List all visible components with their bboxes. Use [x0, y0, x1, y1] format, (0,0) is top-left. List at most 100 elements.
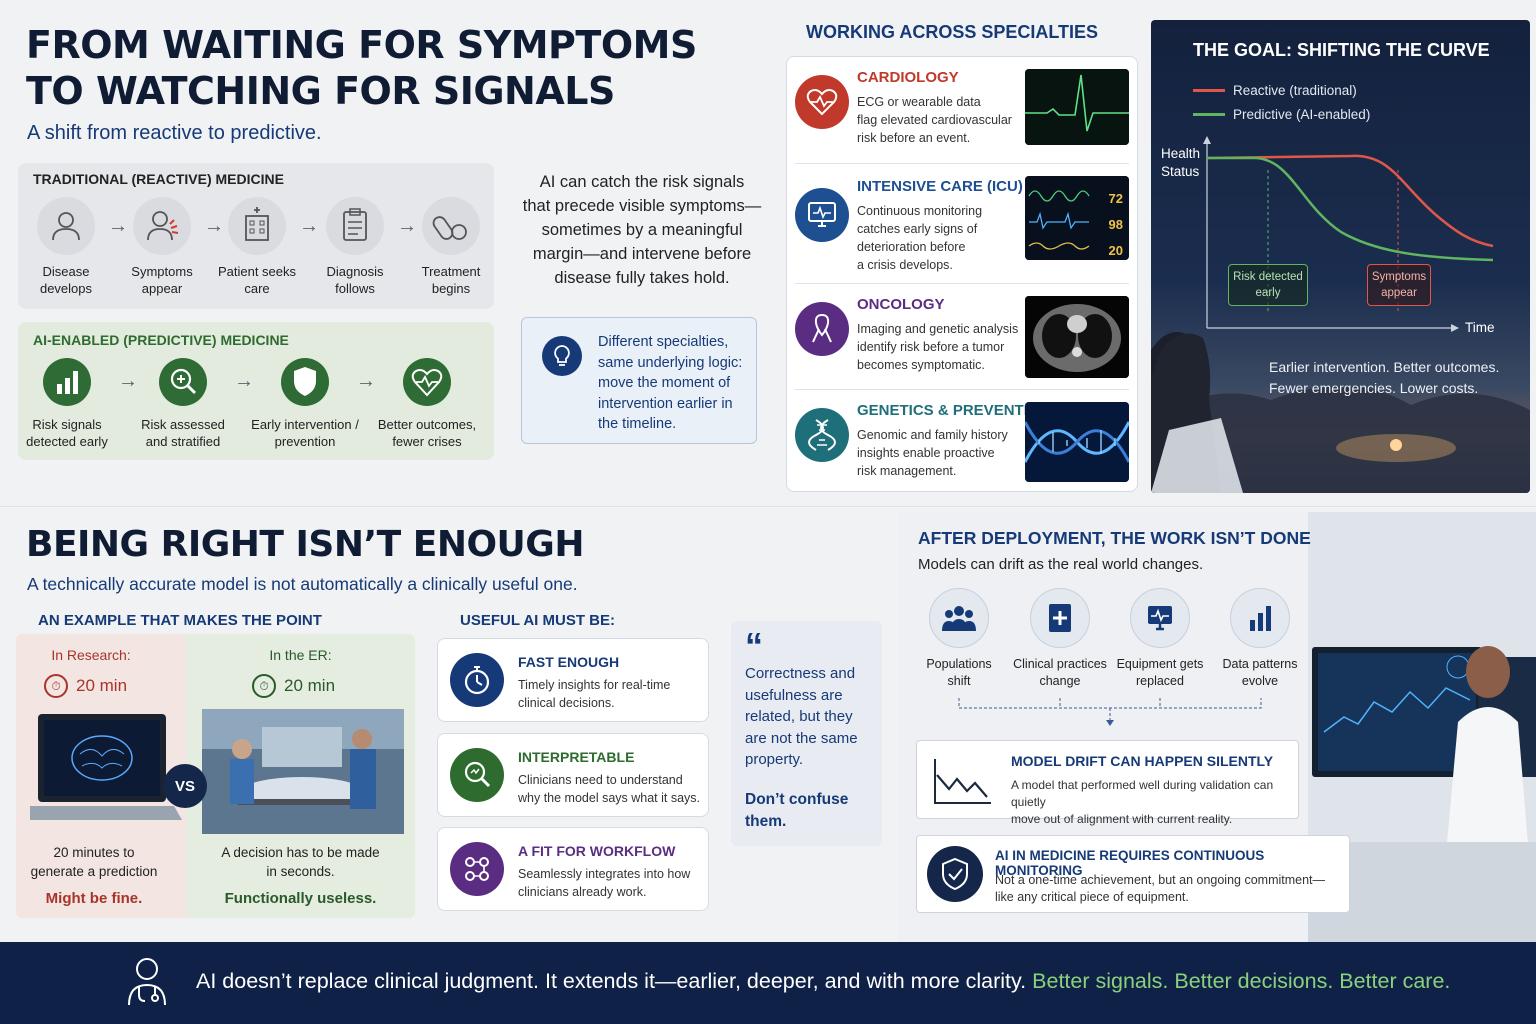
vital-heart-rate: 72	[1108, 191, 1123, 206]
traditional-step-label: Patient seeks care	[212, 263, 302, 297]
specialties-callout: Different specialties, same underlying l…	[521, 317, 757, 444]
driver-label-line: evolve	[1241, 674, 1279, 688]
useful-criterion-card: FAST ENOUGH Timely insights for real-tim…	[437, 638, 709, 722]
specialty-desc-line: Continuous monitoring	[857, 204, 983, 218]
legend-predictive-label: Predictive (AI-enabled)	[1233, 106, 1371, 122]
people-icon	[929, 588, 989, 648]
research-desc-line: generate a prediction	[30, 864, 158, 879]
monitoring-card: AI IN MEDICINE REQUIRES CONTINUOUS MONIT…	[916, 835, 1350, 913]
intro-line: AI can catch the risk signals	[539, 173, 745, 191]
drift-desc-line: A model that performed well during valid…	[1011, 778, 1274, 809]
flow-arrow-icon: →	[299, 215, 319, 237]
traditional-step-label: Treatment begins	[406, 263, 496, 297]
flow-arrow-icon: →	[108, 215, 128, 237]
deployment-subtitle: Models can drift as the real world chang…	[918, 556, 1204, 573]
criterion-title: INTERPRETABLE	[518, 749, 635, 765]
ai-step: Better outcomes, fewer crises	[378, 358, 476, 450]
useful-criterion-card: INTERPRETABLE Clinicians need to underst…	[437, 733, 709, 817]
driver-label-line: change	[1039, 674, 1081, 688]
specialty-title: ONCOLOGY	[857, 296, 945, 313]
ai-step-label: Better outcomes, fewer crises	[367, 416, 487, 450]
criterion-desc-line: why the model says what it says.	[518, 790, 701, 805]
er-time: ⏱ 20 min	[252, 674, 335, 698]
flow-arrow-icon: →	[118, 370, 138, 392]
callout-line: move the moment of	[598, 375, 731, 391]
callout-line: intervention earlier in	[598, 395, 733, 412]
clipboard-icon	[326, 197, 384, 255]
quote-line: property.	[745, 751, 804, 768]
ai-panel: AI-ENABLED (PREDICTIVE) MEDICINE Risk si…	[18, 322, 494, 460]
research-verdict: Might be fine.	[45, 890, 143, 907]
monitor-icon	[795, 188, 849, 242]
step-label-line: Symptoms	[131, 264, 193, 279]
footer-banner: AI doesn’t replace clinical judgment. It…	[0, 942, 1536, 1024]
flow-arrow-icon: →	[397, 215, 417, 237]
step-label-line: appear	[141, 281, 183, 296]
quote-line: Correctness and	[745, 665, 856, 682]
specialty-row: GENETICS & PREVENTION Genomic and family…	[795, 390, 1129, 490]
specialties-heading: WORKING ACROSS SPECIALTIES	[806, 22, 1099, 42]
criterion-desc-line: Timely insights for real-time	[518, 678, 671, 692]
y-label-line: Status	[1161, 164, 1200, 179]
quote-line: usefulness are	[745, 686, 843, 704]
specialty-title: CARDIOLOGY	[857, 69, 959, 86]
drivers-connector	[958, 698, 1262, 726]
step-label-line: Diagnosis	[326, 264, 384, 279]
drift-title: MODEL DRIFT CAN HAPPEN SILENTLY	[1011, 753, 1274, 769]
goal-legend: Reactive (traditional) Predictive (AI-en…	[1193, 78, 1493, 126]
intro-line: that precede visible symptoms—	[522, 197, 762, 215]
driver-label-line: Equipment gets	[1116, 657, 1204, 671]
vital-resp-rate: 20	[1108, 243, 1123, 258]
driver-label-line: shift	[947, 674, 971, 688]
main-subtitle: A shift from reactive to predictive.	[27, 122, 322, 144]
flow-arrow-icon: →	[204, 215, 224, 237]
ai-step-label: Risk signals detected early	[7, 416, 127, 450]
specialty-desc-line: risk before an event.	[857, 131, 971, 145]
shield-check-icon	[927, 846, 983, 902]
heart-pulse-icon	[403, 358, 451, 406]
ai-step: Risk signals detected early	[26, 358, 108, 450]
deployment-heading: AFTER DEPLOYMENT, THE WORK ISN’T DONE	[918, 528, 1311, 548]
laptop-brain-image	[30, 714, 182, 820]
specialty-desc-line: a crisis develops.	[857, 258, 953, 272]
workflow-icon	[450, 842, 504, 896]
step-label-line: develops	[39, 281, 93, 296]
legend-predictive-swatch	[1193, 112, 1225, 116]
goal-y-label: Health Status	[1161, 145, 1200, 181]
step-label-line: care	[244, 281, 270, 296]
vitals-readout: 72 98 20	[1109, 186, 1123, 260]
criterion-desc-line: clinicians already work.	[518, 884, 647, 899]
criterion-desc-line: clinical decisions.	[518, 695, 615, 710]
intro-line: sometimes by a meaningful	[541, 221, 743, 239]
goal-heading: THE GOAL: SHIFTING THE CURVE	[1193, 40, 1490, 60]
step-label-line: begins	[431, 281, 471, 296]
marker-risk-detected: Risk detected early	[1228, 264, 1308, 306]
pills-icon	[422, 197, 480, 255]
intro-text: AI can catch the risk signals that prece…	[512, 170, 772, 290]
traditional-step-label: Disease develops	[21, 263, 111, 297]
goal-caption-line: Earlier intervention. Better outcomes.	[1269, 359, 1500, 375]
er-label: In the ER:	[269, 647, 332, 663]
specialty-desc-line: Genomic and family history	[857, 428, 1008, 442]
quote-text: Correctness and usefulness are related, …	[745, 663, 858, 771]
drift-chart-icon	[934, 759, 991, 804]
specialty-image	[1025, 296, 1129, 378]
traditional-step: Diagnosis follows	[319, 197, 391, 297]
lightbulb-icon	[542, 336, 582, 376]
ai-heading: AI-ENABLED (PREDICTIVE) MEDICINE	[33, 332, 289, 348]
traditional-step-label: Diagnosis follows	[310, 263, 400, 297]
legend-reactive-swatch	[1193, 88, 1225, 92]
step-label-line: follows	[335, 281, 375, 296]
traditional-step: Disease develops	[30, 197, 102, 297]
drift-driver: Data patterns evolve	[1222, 588, 1298, 690]
main-title-line1: FROM WAITING FOR SYMPTOMS	[26, 23, 697, 67]
step-label-line: Treatment	[421, 264, 481, 279]
monitoring-title: AI IN MEDICINE REQUIRES CONTINUOUS MONIT…	[995, 848, 1265, 878]
section-divider	[0, 506, 1536, 507]
predictive-curve	[1207, 156, 1494, 262]
driver-label: Clinical practices change	[1005, 656, 1115, 690]
step-label-line: and stratified	[145, 434, 221, 449]
research-desc: 20 minutes to generate a prediction	[16, 843, 172, 881]
